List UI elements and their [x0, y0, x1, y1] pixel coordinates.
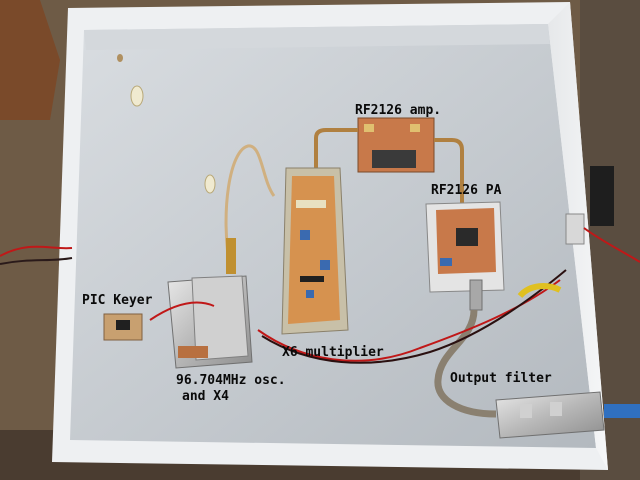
rf-amp-board [357, 117, 435, 173]
osc-coax-loop [224, 144, 276, 271]
wooden-furniture [0, 0, 60, 120]
standoffs [117, 54, 216, 194]
wire-black [261, 269, 567, 364]
label-output-filter: Output filter [450, 371, 552, 386]
label-rf-amp: RF2126 amp. [355, 103, 442, 118]
x6-multiplier-board [281, 167, 349, 335]
rf-pa-enclosure [425, 201, 505, 311]
label-osc-line2: and X4 [182, 389, 229, 404]
pic-keyer-board [103, 313, 143, 341]
wire-keyer [149, 301, 215, 321]
coax-amp-to-pa [434, 138, 464, 204]
coax-x6-to-amp [314, 128, 358, 168]
oscillator-module [167, 238, 253, 369]
chassis-back-wall [84, 24, 550, 50]
label-rf-pa: RF2126 PA [431, 183, 502, 198]
label-pic-keyer: PIC Keyer [82, 293, 153, 308]
wire-yellow [517, 283, 562, 299]
left-lead-black [0, 257, 73, 265]
label-osc-line1: 96.704MHz osc. [176, 373, 286, 388]
label-x6-multiplier: X6 multiplier [282, 345, 384, 360]
left-lead-red [0, 245, 73, 257]
output-cable [434, 309, 497, 418]
rear-connector [565, 166, 640, 263]
output-filter-box [495, 391, 640, 439]
